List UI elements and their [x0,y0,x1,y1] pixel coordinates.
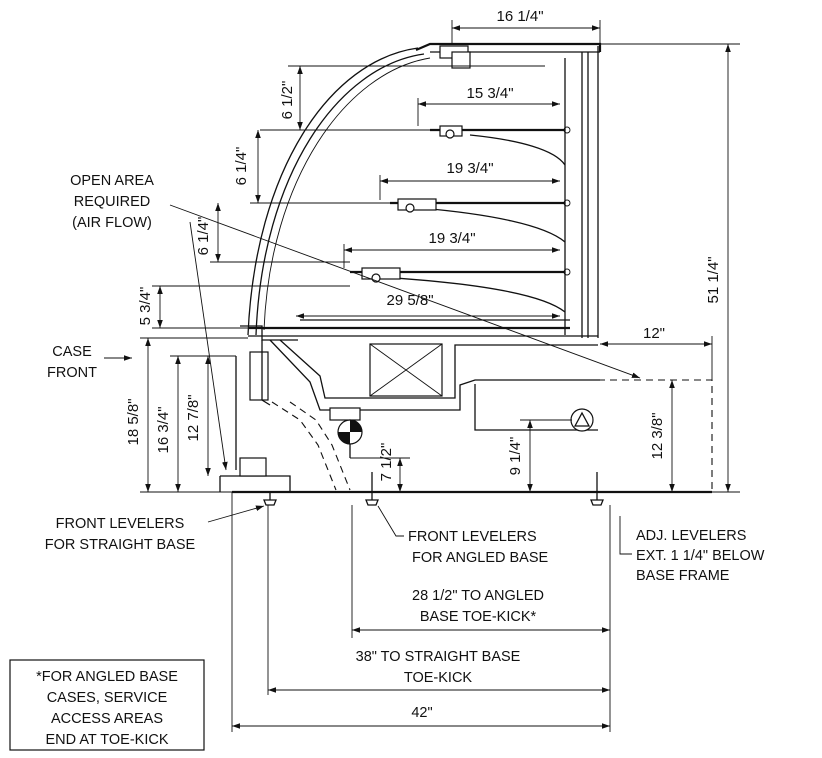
dim-deck-spacing: 5 3/4" [137,287,154,326]
note-line-2: CASES, SERVICE [47,690,168,706]
case-outline [219,42,713,506]
dimension-text: 16 1/4" 51 1/4" 6 1/2" 15 3/4" 6 1/4" 19… [125,8,722,481]
dim-top-depth: 16 1/4" [496,8,543,25]
label-adj-levelers-2: EXT. 1 1/4" BELOW [636,548,765,564]
dim-shelf3-depth: 19 3/4" [428,230,475,247]
label-straight-toe-kick-2: TOE-KICK [404,670,473,686]
label-overall-depth: 42" [411,705,432,721]
dim-drain-height: 7 1/2" [378,443,395,482]
note-line-1: *FOR ANGLED BASE [36,669,178,685]
label-angled-toe-kick-1: 28 1/2" TO ANGLED [412,588,544,604]
label-open-area-2: REQUIRED [74,194,151,210]
label-adj-levelers-3: BASE FRAME [636,568,730,584]
label-open-area-1: OPEN AREA [70,173,154,189]
label-levelers-straight-2: FOR STRAIGHT BASE [45,537,196,553]
note-line-4: END AT TOE-KICK [45,732,168,748]
dim-front-height-2: 16 3/4" [155,406,172,453]
dim-front-height-1: 18 5/8" [125,398,142,445]
dim-rear-overhang: 12" [643,325,665,342]
label-case-front-1: CASE [52,344,92,360]
label-straight-toe-kick-1: 38" TO STRAIGHT BASE [356,649,521,665]
dim-deck-depth: 29 5/8" [386,292,433,309]
label-angled-toe-kick-2: BASE TOE-KICK* [420,609,537,625]
dim-shelf2-depth: 19 3/4" [446,160,493,177]
label-levelers-angled-1: FRONT LEVELERS [408,529,537,545]
dim-overall-height: 51 1/4" [705,256,722,303]
dim-front-height-3: 12 7/8" [185,394,202,441]
label-case-front-2: FRONT [47,365,97,381]
note-line-3: ACCESS AREAS [51,711,163,727]
dim-rear-box-height: 12 3/8" [649,412,666,459]
dim-shelf3-spacing: 6 1/4" [195,217,212,256]
dim-shelf2-spacing: 6 1/4" [233,147,250,186]
label-levelers-angled-2: FOR ANGLED BASE [412,550,549,566]
label-open-area-3: (AIR FLOW) [72,215,152,231]
dim-shelf1-spacing: 6 1/2" [279,81,296,120]
dimension-lines [104,20,740,732]
note-box: *FOR ANGLED BASE CASES, SERVICE ACCESS A… [9,659,205,751]
dim-shelf1-depth: 15 3/4" [466,85,513,102]
callout-labels: OPEN AREA REQUIRED (AIR FLOW) CASE FRONT… [45,173,765,721]
dim-rear-conn-height: 9 1/4" [507,437,524,476]
label-levelers-straight-1: FRONT LEVELERS [56,516,185,532]
label-adj-levelers-1: ADJ. LEVELERS [636,528,746,544]
